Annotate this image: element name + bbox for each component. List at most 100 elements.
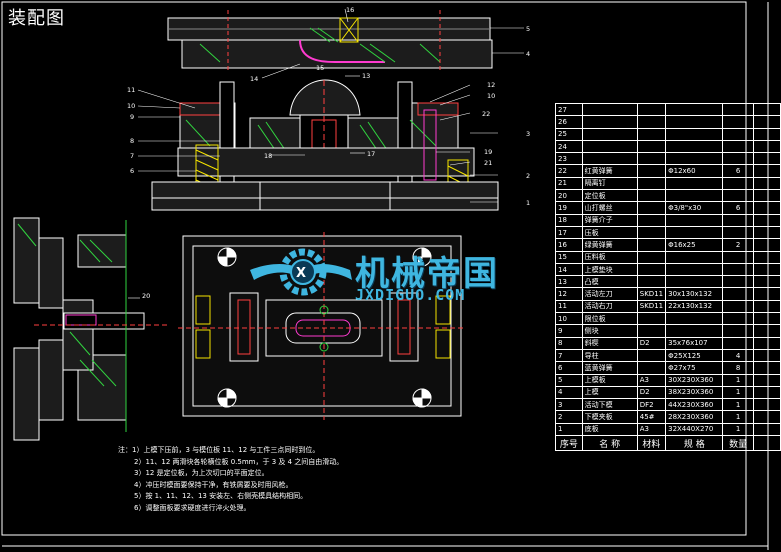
bom-cell-no: 15 — [555, 250, 583, 264]
bom-cell-name: 上模板 — [581, 373, 638, 387]
bom-cell-qty: 1 — [722, 422, 754, 437]
bom-cell-qty: 2 — [722, 238, 754, 252]
bom-cell-no: 24 — [555, 139, 583, 154]
callout-19: 19 — [484, 148, 492, 156]
callout-18: 18 — [264, 152, 272, 160]
bom-cell-mat — [636, 262, 667, 277]
note-line: 注：1）上模下压前，3 与模位板 11、12 与工件三点同时到位。 — [118, 446, 320, 454]
bom-cell-no: 21 — [555, 176, 583, 191]
bom-cell-spec: Φ27x75 — [665, 361, 724, 375]
bom-cell-mat — [636, 127, 667, 141]
bom-cell-mat — [636, 250, 667, 264]
bom-cell-qty — [722, 299, 754, 314]
callout-15: 15 — [316, 64, 324, 72]
bom-cell-mat: D2 — [636, 336, 667, 350]
bom-header-cell: 名 称 — [581, 435, 638, 452]
note-line: 4）冲压时模面要保持干净，有铁屑要及时用风枪。 — [134, 480, 293, 489]
bom-cell-mat: 45# — [636, 410, 667, 424]
bom-cell-name: 弹簧介子 — [581, 213, 638, 227]
bom-cell-mat — [636, 201, 667, 215]
bom-cell-qty — [722, 225, 754, 240]
bom-cell-mat — [636, 213, 667, 227]
bom-cell-spec: 30x130x132 — [665, 287, 724, 301]
bom-cell-no: 5 — [555, 373, 583, 387]
svg-text:X: X — [296, 266, 306, 281]
bom-cell-name: 下模夹板 — [581, 410, 638, 424]
bom-cell-name: 隔离钉 — [581, 176, 638, 191]
bom-cell-qty — [722, 250, 754, 264]
bom-cell-no: 25 — [555, 127, 583, 141]
bom-cell-spec: 38X230X360 — [665, 385, 724, 400]
bom-cell-name: 压料板 — [581, 250, 638, 264]
bom-cell-no: 18 — [555, 213, 583, 227]
callout-3: 3 — [526, 130, 530, 138]
bom-cell-no: 6 — [555, 361, 583, 375]
callout-9: 9 — [130, 113, 134, 121]
bom-cell-mat — [636, 139, 667, 154]
bom-cell-blank — [752, 127, 781, 141]
bom-cell-mat: SKD11 — [636, 299, 667, 314]
bom-cell-mat — [636, 115, 667, 129]
bom-cell-qty — [722, 139, 754, 154]
bom-cell-qty — [722, 287, 754, 301]
bom-cell-blank — [752, 164, 781, 178]
bom-cell-mat — [636, 164, 667, 178]
bom-cell-no: 13 — [555, 275, 583, 289]
bom-cell-name: 凸模 — [581, 275, 638, 289]
bom-cell-no: 22 — [555, 164, 583, 178]
bom-cell-name: 底板 — [581, 422, 638, 437]
bom-cell-qty: 1 — [722, 373, 754, 387]
bom-cell-name — [581, 127, 638, 141]
bom-cell-no: 1 — [555, 422, 583, 437]
note-line: 5）按 1、11、12、13 安装左、右侧壳模具结构相同。 — [134, 492, 308, 500]
bom-cell-blank — [752, 398, 781, 412]
bom-cell-blank — [752, 189, 781, 203]
callout-1: 1 — [526, 199, 530, 207]
bom-cell-qty: 6 — [722, 201, 754, 215]
bom-cell-no: 27 — [555, 102, 583, 117]
bom-cell-no: 7 — [555, 348, 583, 363]
bom-row: 24 — [555, 139, 781, 154]
callout-14: 14 — [250, 75, 258, 83]
callout-6: 6 — [130, 167, 134, 175]
bom-cell-spec: Φ16x25 — [665, 238, 724, 252]
bom-cell-qty: 1 — [722, 385, 754, 400]
bom-cell-blank — [752, 102, 781, 117]
bom-cell-mat: A3 — [636, 422, 667, 437]
bom-cell-no: 19 — [555, 201, 583, 215]
bom-cell-name: 导柱 — [581, 348, 638, 363]
bom-cell-blank — [752, 152, 781, 166]
bom-cell-mat — [636, 275, 667, 289]
bom-cell-no: 8 — [555, 336, 583, 350]
bom-cell-spec — [665, 176, 724, 191]
bom-cell-qty: 4 — [722, 348, 754, 363]
bom-cell-blank — [752, 373, 781, 387]
bom-cell-qty — [722, 176, 754, 191]
bom-cell-qty: 6 — [722, 164, 754, 178]
bom-cell-no: 10 — [555, 312, 583, 326]
bom-cell-blank — [752, 348, 781, 363]
callout-2: 2 — [526, 172, 530, 180]
side-section-view — [13, 217, 170, 441]
bom-cell-spec: 28X230X360 — [665, 410, 724, 424]
bom-cell-blank — [752, 410, 781, 424]
bom-cell-spec — [665, 312, 724, 326]
callout-leaders — [137, 8, 524, 203]
callout-20: 20 — [142, 292, 150, 300]
bom-cell-spec — [665, 115, 724, 129]
bom-cell-spec: 30X230X360 — [665, 373, 724, 387]
note-line: 2）11、12 两滑块各轮横位板 0.5mm，于 3 及 4 之间自由滑动。 — [134, 457, 344, 466]
